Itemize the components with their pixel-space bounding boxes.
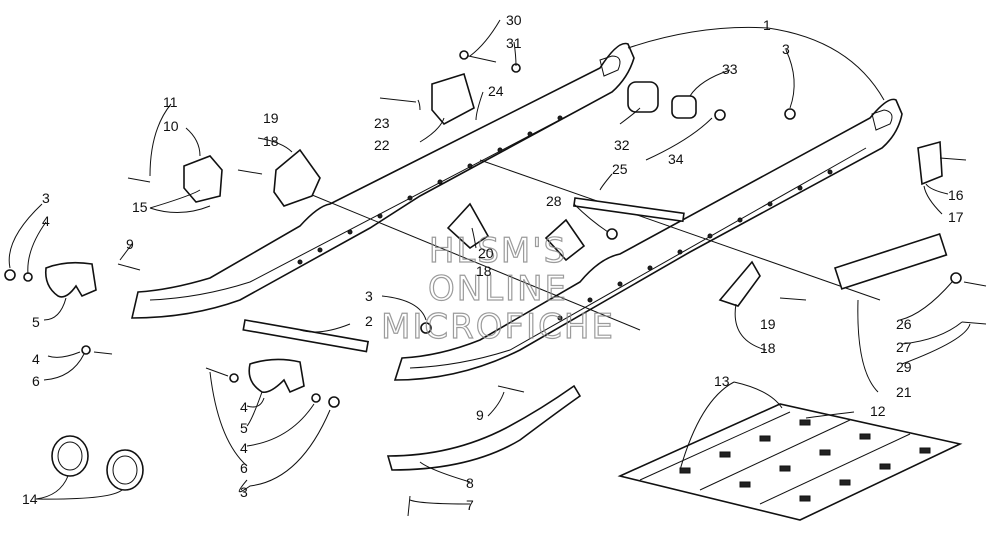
callout-15: 15: [132, 199, 148, 215]
callout-3-left: 3: [42, 190, 50, 206]
callout-6-left: 6: [32, 373, 40, 389]
callout-9-right: 9: [476, 407, 484, 423]
callout-25: 25: [612, 161, 628, 177]
fasteners: [4, 50, 987, 517]
callout-labels: 1 30 31 3 33 24 11 10 23 19 18 22 32 34 …: [22, 12, 964, 513]
callout-13: 13: [714, 373, 730, 389]
callout-4-lower-a: 4: [240, 399, 248, 415]
callout-30: 30: [506, 12, 522, 28]
callout-16: 16: [948, 187, 964, 203]
axle-spacers: [44, 261, 305, 394]
callout-19-right: 19: [760, 316, 776, 332]
callout-3-center: 3: [365, 288, 373, 304]
callout-5-lower: 5: [240, 420, 248, 436]
hose-clamps: [51, 435, 144, 491]
left-slide-rail: [130, 42, 635, 319]
callout-23: 23: [374, 115, 390, 131]
callout-10: 10: [163, 118, 179, 134]
callout-11: 11: [163, 94, 178, 110]
track: [617, 403, 963, 521]
callout-26: 26: [896, 316, 912, 332]
watermark-line-2: ONLINE: [428, 269, 568, 309]
callout-18-center: 18: [476, 263, 492, 279]
callout-8: 8: [466, 475, 474, 491]
callout-17: 17: [948, 209, 964, 225]
wear-strip: [833, 233, 948, 290]
callout-12: 12: [870, 403, 886, 419]
callout-4-left-lower: 4: [32, 351, 40, 367]
callout-2: 2: [365, 313, 373, 329]
callout-18-left: 18: [263, 133, 279, 149]
callout-28: 28: [546, 193, 562, 209]
callout-20: 20: [478, 245, 494, 261]
callout-32: 32: [614, 137, 630, 153]
callout-22: 22: [374, 137, 390, 153]
right-slide-rail: [393, 98, 903, 381]
rail-holes: [297, 115, 833, 321]
callout-1: 1: [763, 17, 771, 33]
callout-14: 14: [22, 491, 38, 507]
callout-4-left: 4: [42, 213, 50, 229]
leader-lines: [8, 19, 971, 505]
callout-3-lower: 3: [240, 484, 248, 500]
brackets: [183, 72, 943, 307]
callout-29: 29: [896, 359, 912, 375]
callout-27: 27: [896, 339, 912, 355]
watermark-line-1: HLSM'S: [429, 231, 567, 271]
callout-4-lower-b: 4: [240, 440, 248, 456]
callout-31: 31: [506, 35, 522, 51]
slide: [386, 384, 582, 471]
cross-shafts: [242, 159, 881, 353]
watermark-line-3: MICROFICHE: [381, 307, 615, 347]
callout-5-left: 5: [32, 314, 40, 330]
callout-34: 34: [668, 151, 684, 167]
callout-19-left: 19: [263, 110, 279, 126]
callout-24: 24: [488, 83, 504, 99]
callout-21: 21: [896, 384, 912, 400]
callout-18-right: 18: [760, 340, 776, 356]
callout-33: 33: [722, 61, 738, 77]
callout-9-left: 9: [126, 236, 134, 252]
callout-6-lower: 6: [240, 460, 248, 476]
callout-7: 7: [466, 497, 474, 513]
watermark: HLSM'S ONLINE MICROFICHE: [380, 230, 615, 347]
callout-3-top-right: 3: [782, 41, 790, 57]
